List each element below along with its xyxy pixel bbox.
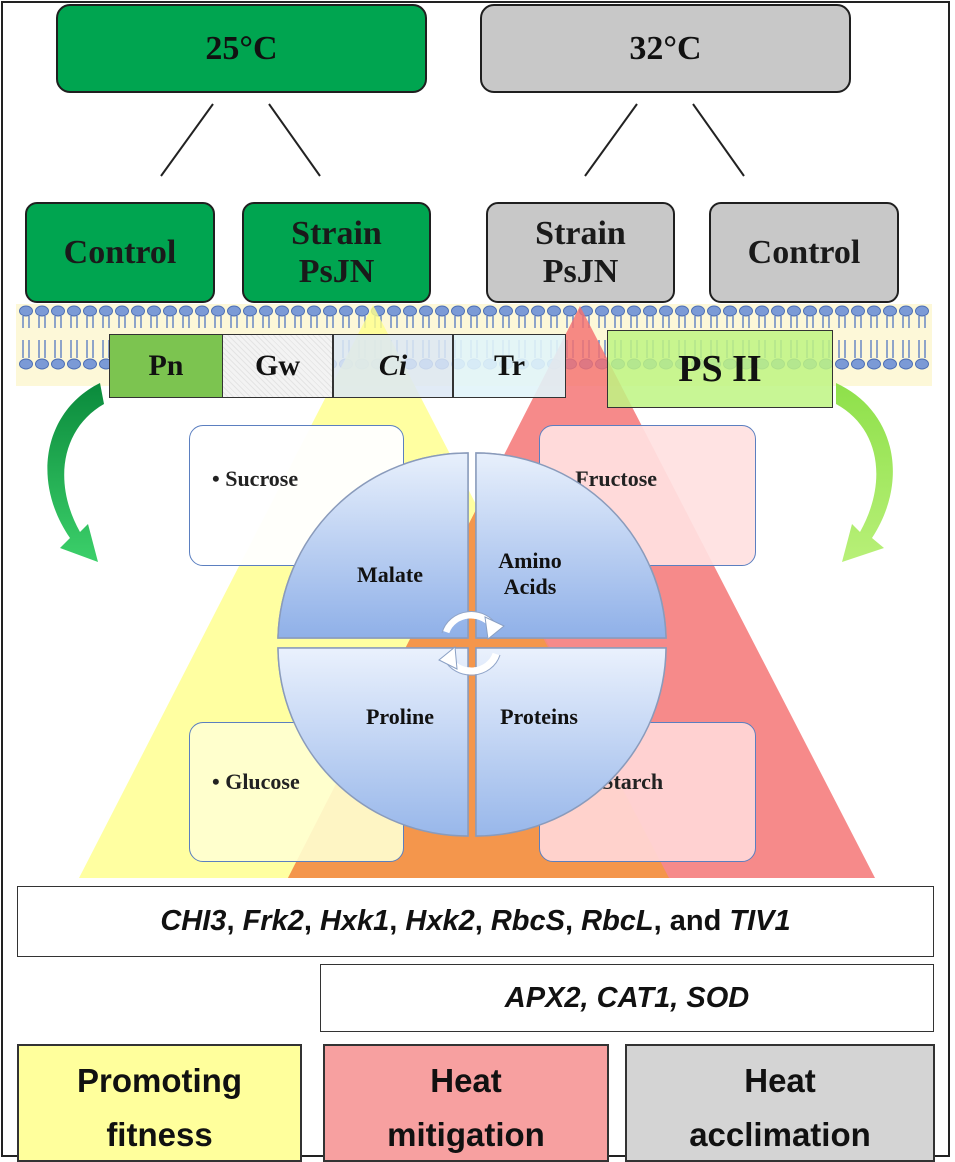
param-ci: Ci xyxy=(333,334,453,398)
legend-promoting-fitness: Promoting fitness xyxy=(17,1044,302,1162)
sugar-fructose-text: Fructose xyxy=(575,466,658,491)
gene-list-secondary-text: APX2, CAT1, SOD xyxy=(504,981,750,1014)
gene-list-primary-text: CHI3, Frk2, Hxk1, Hxk2, RbcS, RbcL, and … xyxy=(160,905,791,937)
gene-tiv1: TIV1 xyxy=(729,905,791,937)
gene-and: and xyxy=(669,905,722,937)
curved-arrow-down-right-icon xyxy=(836,383,893,562)
group-control-32c: Control xyxy=(709,202,899,303)
temperature-25c-label: 25°C xyxy=(205,29,278,67)
param-pn: Pn xyxy=(109,334,223,398)
temperature-25c: 25°C xyxy=(56,4,427,93)
sugar-fructose-label: • Fructose xyxy=(562,466,658,491)
metabolite-amino-line1: Amino xyxy=(498,548,562,573)
metabolite-proteins: Proteins xyxy=(500,704,578,729)
sugar-sucrose: • Sucrose xyxy=(189,425,404,566)
gene-rbcs: RbcS xyxy=(490,905,565,937)
group-strain-25c-line2: PsJN xyxy=(298,252,375,290)
legend-mitigation-line2: mitigation xyxy=(387,1116,545,1153)
sugar-glucose-text: Glucose xyxy=(225,769,300,794)
param-gw-label: Gw xyxy=(255,349,300,382)
param-tr-label: Tr xyxy=(493,349,526,382)
temperature-32c-label: 32°C xyxy=(629,29,702,67)
gene-hxk2: Hxk2 xyxy=(405,905,475,937)
sugar-sucrose-text: Sucrose xyxy=(225,466,299,491)
sugar-glucose: • Glucose xyxy=(189,722,404,862)
legend-heat-mitigation: Heat mitigation xyxy=(323,1044,609,1162)
legend-heat-acclimation: Heat acclimation xyxy=(625,1044,935,1162)
group-strain-32c-line2: PsJN xyxy=(542,252,619,290)
gene-rbcl: RbcL xyxy=(581,905,654,937)
connector-lines xyxy=(160,103,745,177)
metabolite-malate: Malate xyxy=(357,562,423,587)
param-pn-label: Pn xyxy=(148,349,184,382)
curved-arrow-down-left-icon xyxy=(47,383,104,562)
metabolite-amino-acids: Amino Acids xyxy=(480,548,580,600)
sugar-starch: • Starch xyxy=(539,722,756,862)
gene-chi3: CHI3 xyxy=(160,905,227,937)
legend-mitigation-line1: Heat xyxy=(430,1062,502,1099)
group-strain-32c-line1: Strain xyxy=(535,214,626,252)
param-tr: Tr xyxy=(453,334,566,398)
legend-promoting-line2: fitness xyxy=(106,1116,213,1153)
param-ci-label: Ci xyxy=(378,349,408,382)
sugar-starch-text: Starch xyxy=(601,769,664,794)
param-gw: Gw xyxy=(222,334,333,398)
gene-list-secondary: APX2, CAT1, SOD xyxy=(320,964,934,1032)
group-strain-25c-line1: Strain xyxy=(291,214,382,252)
group-control-25c: Control xyxy=(25,202,215,303)
group-control-32c-label: Control xyxy=(747,233,861,271)
group-strain-25c: Strain PsJN xyxy=(242,202,431,303)
gene-frk2: Frk2 xyxy=(242,905,304,937)
legend-acclimation-line2: acclimation xyxy=(689,1116,871,1153)
param-ps2: PS II xyxy=(607,330,833,408)
temperature-32c: 32°C xyxy=(480,4,851,93)
sugar-starch-label: • Starch xyxy=(588,769,664,794)
sugar-sucrose-label: • Sucrose xyxy=(212,466,299,491)
sugar-fructose: • Fructose xyxy=(539,425,756,566)
group-control-25c-label: Control xyxy=(63,233,177,271)
sugar-glucose-label: • Glucose xyxy=(212,769,300,794)
param-ps2-label: PS II xyxy=(678,348,762,390)
legend-acclimation-line1: Heat xyxy=(744,1062,816,1099)
group-strain-32c: Strain PsJN xyxy=(486,202,675,303)
gene-hxk1: Hxk1 xyxy=(319,905,390,937)
metabolite-proline: Proline xyxy=(365,704,435,729)
gene-list-primary: CHI3, Frk2, Hxk1, Hxk2, RbcS, RbcL, and … xyxy=(17,886,934,957)
metabolite-amino-line2: Acids xyxy=(503,574,557,599)
legend-promoting-line1: Promoting xyxy=(77,1062,242,1099)
